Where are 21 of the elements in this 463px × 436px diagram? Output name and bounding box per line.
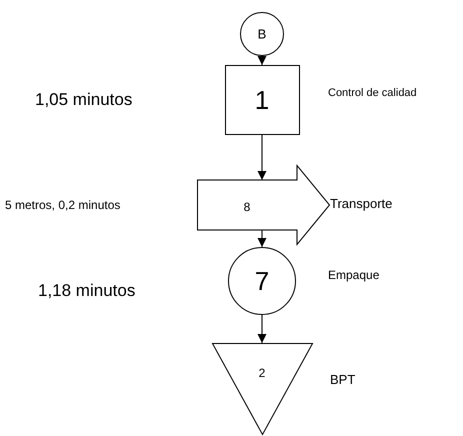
- transport-arrow-shape: [197, 165, 330, 245]
- time-note: 1,18 minutos: [38, 281, 136, 301]
- step-number: 1: [254, 87, 270, 113]
- arrow: [258, 314, 266, 344]
- step-note: Control de calidad: [328, 87, 417, 99]
- step-note: Transporte: [330, 196, 392, 211]
- time-note: 5 metros, 0,2 minutos: [5, 198, 120, 212]
- step-number: B: [258, 28, 266, 40]
- arrow: [258, 230, 266, 248]
- inspection-square: [225, 65, 300, 135]
- step-number: 8: [244, 201, 250, 213]
- time-note: 1,05 minutos: [35, 90, 132, 110]
- step-note: BPT: [330, 372, 356, 387]
- arrow: [258, 134, 266, 180]
- arrow: [258, 56, 266, 66]
- step-number: 2: [258, 367, 266, 379]
- step-note: Empaque: [328, 268, 380, 282]
- step-number: 7: [254, 268, 270, 294]
- storage-triangle: [212, 343, 313, 435]
- operation-circle: [228, 247, 296, 315]
- connector-circle: [240, 12, 284, 56]
